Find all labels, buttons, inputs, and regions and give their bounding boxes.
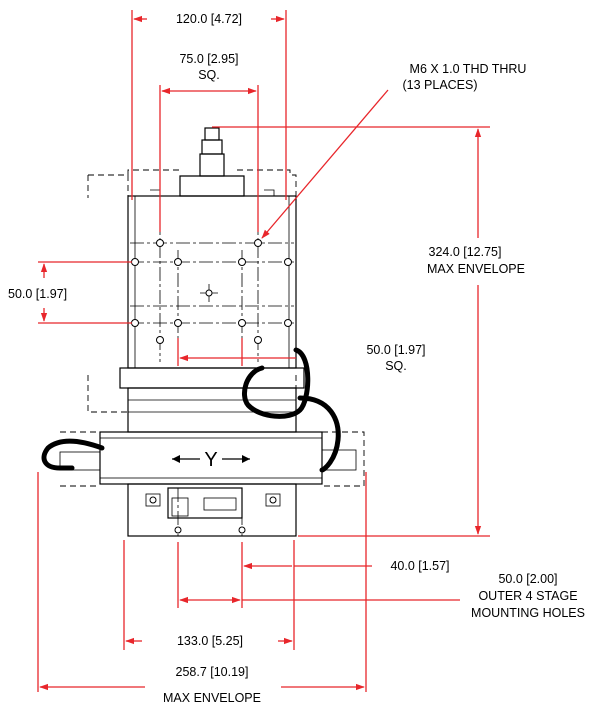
dimension-lines bbox=[37, 10, 490, 692]
mounting-holes bbox=[131, 239, 292, 344]
dim-plate-sq-unit: SQ. bbox=[198, 68, 220, 82]
dim-plate-sq-value: 75.0 [2.95] bbox=[179, 52, 238, 66]
dimension-labels: 120.0 [4.72] 75.0 [2.95] SQ. M6 X 1.0 TH… bbox=[8, 12, 585, 705]
dim-base-hole-offset: 40.0 [1.57] bbox=[390, 559, 449, 573]
dim-inner-sq-unit: SQ. bbox=[385, 359, 407, 373]
dim-base-width: 133.0 [5.25] bbox=[177, 634, 243, 648]
y-axis-label: Y bbox=[204, 449, 217, 471]
dim-total-width: 258.7 [10.19] bbox=[176, 665, 249, 679]
dim-height-value: 324.0 [12.75] bbox=[429, 245, 502, 259]
dim-mount-line1: OUTER 4 STAGE bbox=[478, 589, 577, 603]
thread-note-line1: M6 X 1.0 THD THRU bbox=[410, 62, 527, 76]
dim-total-label: MAX ENVELOPE bbox=[163, 691, 261, 705]
dim-left-spacing: 50.0 [1.97] bbox=[8, 287, 67, 301]
dim-mount-value: 50.0 [2.00] bbox=[498, 572, 557, 586]
dim-inner-sq-value: 50.0 [1.97] bbox=[366, 343, 425, 357]
dim-height-label: MAX ENVELOPE bbox=[427, 262, 525, 276]
dim-top-width: 120.0 [4.72] bbox=[176, 12, 242, 26]
dim-mount-line2: MOUNTING HOLES bbox=[471, 606, 585, 620]
stage-outline: Y bbox=[41, 127, 365, 537]
thread-note-line2: (13 PLACES) bbox=[402, 78, 477, 92]
